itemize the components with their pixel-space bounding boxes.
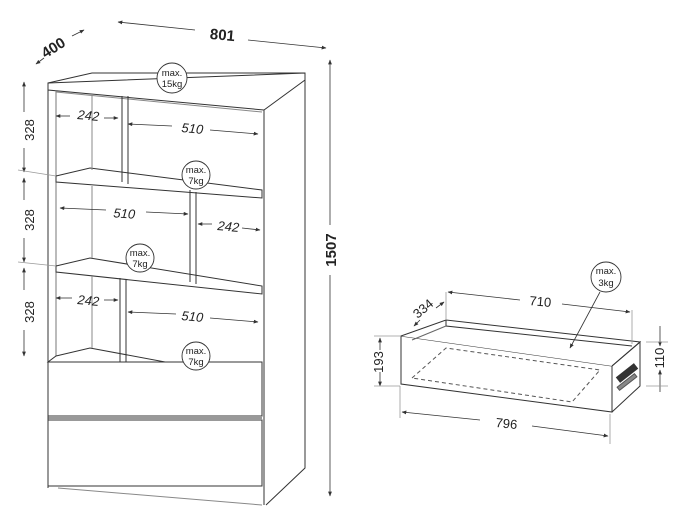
cabinet-height-label: 1507 xyxy=(323,233,340,266)
cabinet-right-side xyxy=(265,80,306,506)
drawer-load-line2: 3kg xyxy=(598,278,613,289)
drawer-depth-label: 334 xyxy=(410,296,436,321)
top-load-line2: 15kg xyxy=(162,79,183,90)
row1-left-width: 242 xyxy=(76,107,101,124)
shelf-height-1-label: 328 xyxy=(22,119,37,141)
top-load-badge: max. 15kg xyxy=(156,62,188,94)
row3-load-line2: 7kg xyxy=(188,357,203,368)
drawer-front-2 xyxy=(47,419,263,487)
drawer-dimensions xyxy=(374,290,668,444)
shelf-2 xyxy=(55,257,263,295)
shelf-height-2-label: 328 xyxy=(22,209,37,231)
row3-load-line1: max. xyxy=(186,346,207,357)
drawer-load-badge: max. 3kg xyxy=(590,261,622,293)
row2-load-badge: max. 7kg xyxy=(125,243,155,273)
drawer-front-1 xyxy=(47,361,263,417)
top-load-line1: max. xyxy=(162,68,183,79)
drawer-drawing xyxy=(400,319,642,413)
cabinet-width-label: 801 xyxy=(209,26,235,45)
row2-left-width: 510 xyxy=(113,205,136,222)
row1-right-width: 510 xyxy=(181,120,205,137)
drawer-load-line1: max. xyxy=(596,266,617,277)
row2-right-width: 242 xyxy=(216,218,241,235)
drawer-front-height-label: 193 xyxy=(371,351,386,373)
drawer-side-height-label: 110 xyxy=(652,348,667,369)
drawer-outer-width-label: 796 xyxy=(495,415,518,432)
row1-load-line2: 7kg xyxy=(188,176,203,187)
shelf-1 xyxy=(55,167,263,199)
row2-load-line1: max. xyxy=(130,248,151,259)
shelf-height-3-label: 328 xyxy=(22,301,37,323)
cabinet-dimensions xyxy=(17,20,332,497)
drawer-inner-width-label: 710 xyxy=(529,293,552,310)
row1-load-line1: max. xyxy=(186,165,207,176)
cabinet-drawing xyxy=(46,72,306,506)
drawer-bottom-dashed xyxy=(410,347,601,403)
row3-load-badge: max. 7kg xyxy=(181,341,211,371)
cabinet-depth-label: 400 xyxy=(38,34,68,62)
row2-load-line2: 7kg xyxy=(132,259,147,270)
row1-load-badge: max. 7kg xyxy=(181,160,211,190)
row3-right-width: 510 xyxy=(181,308,205,325)
row3-left-width: 242 xyxy=(76,292,101,309)
